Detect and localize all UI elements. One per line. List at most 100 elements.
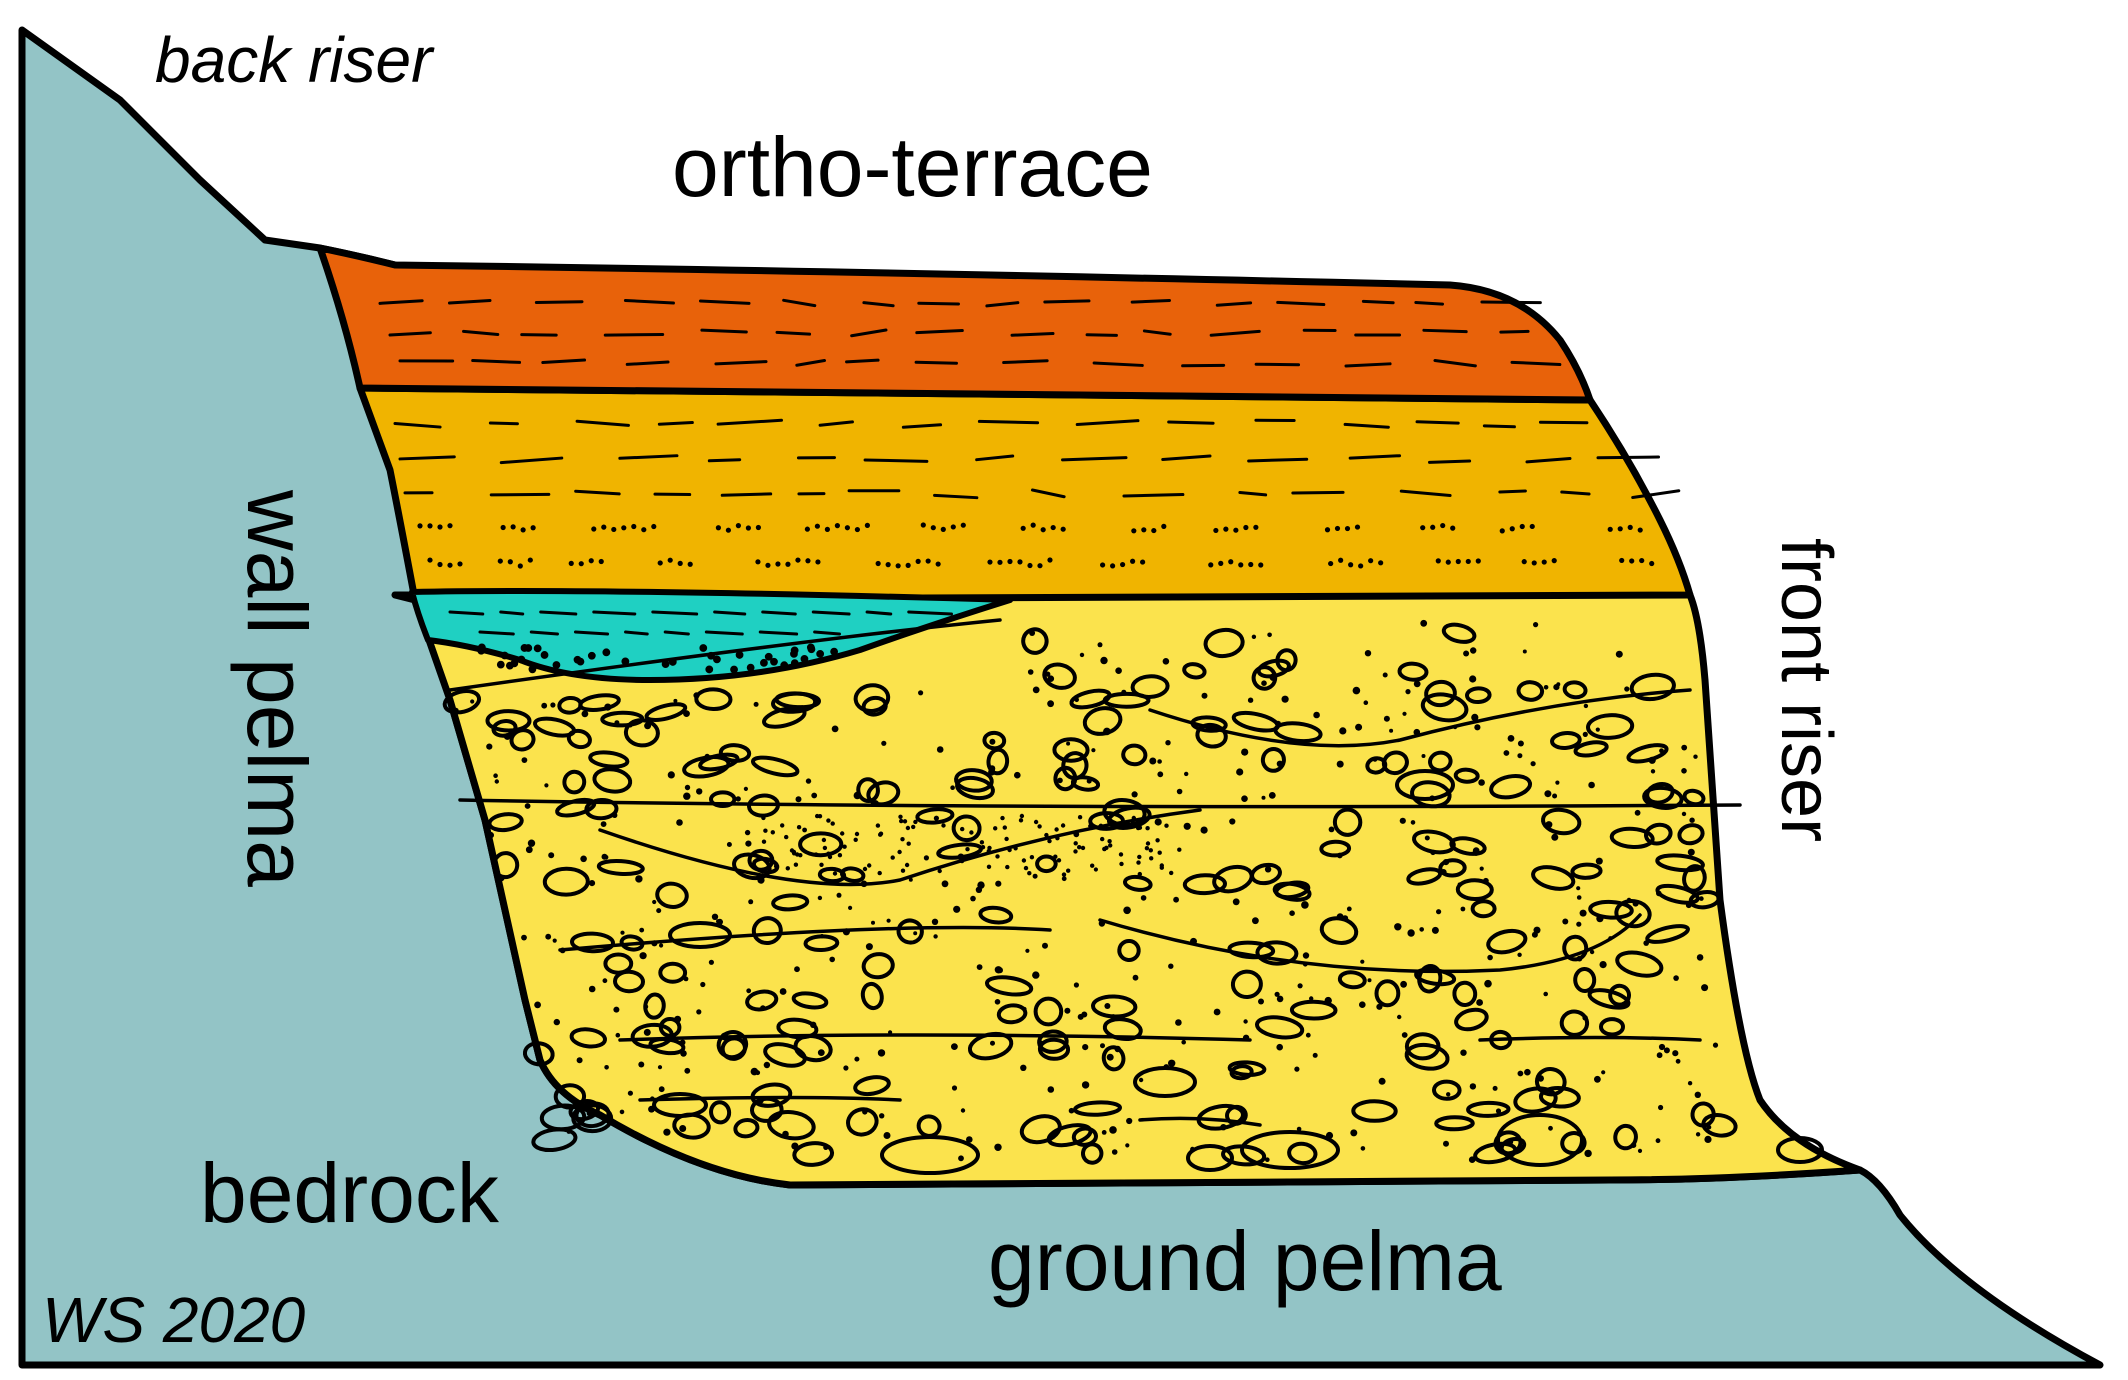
pebble [951,814,982,843]
gravel-dot [1121,689,1127,695]
pebble [771,893,810,912]
pebble [1381,750,1409,776]
lens-dot [816,650,825,658]
pebble [485,709,532,733]
gravel-dot [1584,1149,1592,1158]
gravel-dot [1243,1019,1248,1024]
sand-dot [1023,865,1029,871]
lens-dot [520,644,529,652]
pebble [986,747,1010,776]
silt-dot [427,523,433,529]
gravel-dot [1430,849,1436,856]
pebble [1374,979,1401,1008]
gravel-dot [842,928,851,936]
gravel-dot [1022,1006,1027,1012]
sand-dot [826,851,831,856]
gravel-dot [1305,1032,1311,1038]
pebble [1489,1029,1513,1051]
silt-dot [497,558,503,564]
sand-dot [1131,815,1137,821]
gravel-dot [1027,669,1034,675]
pebble [733,1118,760,1139]
sand-dot [1066,868,1071,873]
pebble [1073,1100,1122,1117]
silt-dash [1482,424,1516,429]
gravel-dot [1241,795,1248,802]
sand-dot [1007,847,1012,853]
sand-dot [763,828,768,833]
gravel-dot [1359,1001,1366,1008]
gravel-dot [1086,778,1092,784]
pebble [1645,924,1690,944]
silt-dash [1538,420,1589,425]
pebble [1642,785,1684,810]
pebble [1559,1009,1590,1037]
sand-dot [980,845,986,850]
gravel-dot [977,881,985,889]
pebble [1069,688,1112,710]
silt-dot [824,526,830,532]
gravel-dot [1487,954,1493,961]
gravel-dot [1350,1129,1358,1137]
gravel-dot [795,796,802,803]
gravel-dot [877,1049,886,1057]
silt-dot [1338,557,1344,563]
pebble [1272,881,1312,902]
gravel-dot [953,905,961,913]
gravel-dot [1517,740,1524,747]
gravel-dot [1537,1075,1544,1082]
sand-dot [897,849,902,855]
pebble [682,755,731,779]
gravel-dot [1251,634,1257,639]
gravel-dot [1091,748,1096,753]
pebble [1397,661,1429,682]
gravel-dot [620,930,625,935]
gravel-dot [1420,619,1428,627]
silt-dot [755,559,761,565]
lens-dot [713,655,721,664]
large-cobble [1496,1113,1584,1167]
gravel-dot [696,1009,702,1015]
silt-dot [447,562,453,568]
gravel-dot [613,1006,620,1013]
sand-dot [1177,847,1182,852]
pebble [978,905,1014,925]
silt-dot [935,561,941,567]
gravel-dot [1562,918,1569,925]
gravel-dot [1544,790,1552,798]
loam-dash [1254,362,1301,367]
lens-dot [790,659,799,668]
sand-dot [1100,836,1105,842]
gravel-dot [1699,896,1704,901]
loam-dash [1510,360,1562,367]
gravel-dot [1552,793,1558,799]
sand-dot [1137,854,1142,860]
gravel-dot [1675,1058,1681,1064]
silt-dot [1110,563,1116,569]
bedding-line [558,925,1052,952]
gravel-dot [693,692,700,699]
gravel-dot [1163,1064,1170,1070]
gravel-dot [843,1065,849,1071]
sand-dot [1073,841,1078,846]
gravel-dot [1378,1077,1386,1085]
silt-dash [657,421,694,426]
silt-dash [488,421,519,426]
gravel-dot [588,985,596,993]
gravel-dot [673,698,678,703]
gravel-dot [1553,684,1560,691]
silt-dash [1399,489,1452,497]
sand-dot [813,852,819,857]
silt-dot [611,526,617,533]
gravel-dot [823,1144,829,1150]
gravel-dot [602,978,608,984]
gravel-dot [1576,955,1583,962]
sand-dot [900,868,906,873]
gravel-dot [1066,741,1071,746]
gravel-dot [763,1061,771,1069]
silt-dot [1435,558,1441,564]
gravel-dot [604,1065,609,1070]
gravel-dot [644,722,652,730]
pebble [1230,969,1263,1000]
lens-dot [517,655,526,664]
